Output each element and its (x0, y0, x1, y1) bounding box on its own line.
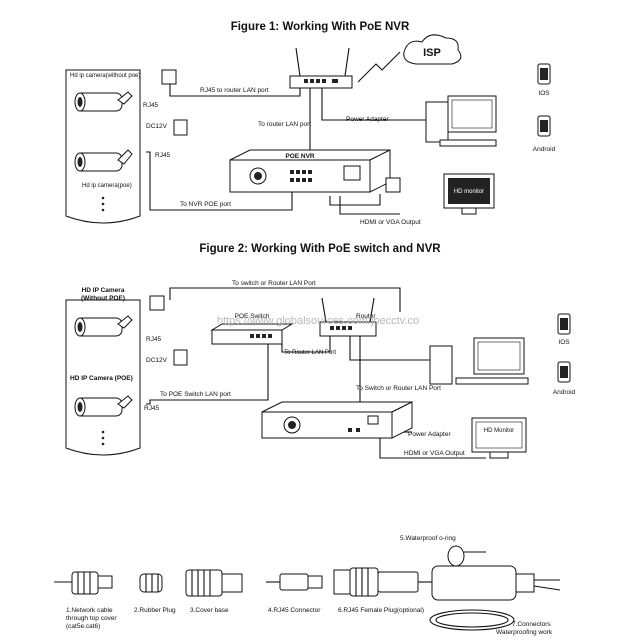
dc12v-label-fig2: DC12V (146, 357, 168, 364)
ip-camera-icon (74, 91, 133, 112)
monitor-icon (471, 417, 527, 459)
rj45-bottom-label-fig2: RJ45 (144, 405, 160, 412)
step4-label: 4.RJ45 Connector (268, 607, 321, 614)
rj45-to-router-label: RJ45 to router LAN port (200, 87, 269, 94)
ip-camera-icon (74, 395, 133, 417)
step5-label: 5.Waterproof o-ring (400, 535, 456, 542)
rj45-plug-icon (149, 295, 165, 311)
step1-line1: 1.Network cable (66, 607, 113, 614)
step7-line2: Waterproofing work (496, 629, 553, 636)
rj45-top-label-fig1: RJ45 (143, 102, 159, 109)
camera-top-label-fig2-line2: (Without POE) (81, 295, 125, 302)
to-poe-switch-label: To POE Switch LAN port (160, 391, 231, 398)
to-nvr-poe-label: To NVR POE port (180, 201, 231, 208)
camera-bottom-label-fig1: Hd ip camera(poe) (82, 183, 132, 189)
cover-base-icon (185, 569, 243, 597)
poe-switch-icon (210, 323, 294, 345)
hd-monitor-label-fig1: HD monitor (454, 189, 484, 195)
ios-label-fig1: IOS (538, 90, 550, 97)
desktop-computer-icon (429, 337, 529, 385)
ios-label-fig2: IOS (558, 339, 570, 346)
android-label-fig1: Android (533, 146, 556, 153)
power-socket-icon (173, 349, 188, 366)
waterproof-connector-icon (429, 565, 561, 631)
rj45-bottom-label-fig1: RJ45 (155, 152, 171, 159)
isp-label: ISP (423, 47, 441, 59)
figure2-title: Figure 2: Working With PoE switch and NV… (199, 243, 441, 255)
step3-label: 3.Cover base (190, 607, 229, 614)
hdmi-vga-label-fig1: HDMI or VGA Output (360, 219, 421, 226)
poe-nvr-icon (229, 149, 391, 193)
rj45-plug-icon (161, 69, 177, 85)
android-phone-icon (557, 361, 571, 383)
ios-phone-icon (557, 313, 571, 335)
poe-switch-label: POE Switch (235, 313, 270, 320)
to-switch-or-router-label: To switch or Router LAN Port (232, 280, 316, 287)
isp-cloud-icon (403, 34, 462, 65)
figure1-title: Figure 1: Working With PoE NVR (231, 21, 410, 33)
watermark: https://www.globalsources.com/jbecctv.co (217, 315, 419, 327)
rubber-plug-icon (139, 573, 163, 593)
hd-monitor-label-fig2: HD Monitor (484, 428, 514, 434)
router-icon (319, 297, 377, 337)
power-socket-icon (385, 177, 401, 193)
step1-line3: (cat5e.cat6) (66, 623, 100, 630)
nvr-icon (261, 401, 413, 439)
step1-line2: through top cover (66, 615, 117, 622)
step7-line1: 7.Connectors (512, 621, 551, 628)
router-label: Router (356, 313, 376, 320)
rj45-connector-icon (266, 573, 323, 591)
ip-camera-icon (74, 315, 133, 337)
network-cable-part-icon (54, 571, 113, 595)
camera-top-label-fig2-line1: HD IP Camera (82, 287, 125, 294)
power-adapter-label-fig1: Power Adapter (346, 116, 389, 123)
camera-top-label-fig1: Hd ip camera(without poe) (70, 73, 140, 79)
dc12v-label-fig1: DC12V (146, 123, 168, 130)
desktop-computer-icon (425, 95, 497, 147)
ip-camera-icon (74, 149, 133, 172)
rj45-female-plug-icon (333, 567, 432, 597)
hdmi-vga-label-fig2: HDMI or VGA Output (404, 450, 465, 457)
to-router-lan-label-fig2: To Router LAN Port (284, 350, 336, 356)
more-cameras-dots (101, 430, 105, 446)
rj45-top-label-fig2: RJ45 (146, 336, 162, 343)
power-socket-icon (173, 119, 188, 136)
camera-bottom-label-fig2: HD IP Camera (POE) (70, 375, 133, 382)
to-router-lan-label-fig1: To router LAN port (258, 121, 311, 128)
ios-phone-icon (537, 63, 551, 85)
step2-label: 2.Rubber Plug (134, 607, 176, 614)
poe-nvr-label: POE NVR (285, 153, 315, 160)
more-cameras-dots (101, 196, 105, 212)
internet-link-icon (357, 51, 401, 83)
to-switch-or-router-lower-label: To Switch or Router LAN Port (356, 385, 441, 392)
monitor-icon (443, 173, 495, 215)
waterproof-oring-icon (447, 545, 486, 567)
step6-label: 6.RJ45 Female Plug(optional) (338, 607, 424, 614)
android-label-fig2: Android (553, 389, 576, 396)
router-icon (289, 47, 353, 89)
power-adapter-label-fig2: Power Adapter (408, 431, 451, 438)
android-phone-icon (537, 115, 551, 137)
